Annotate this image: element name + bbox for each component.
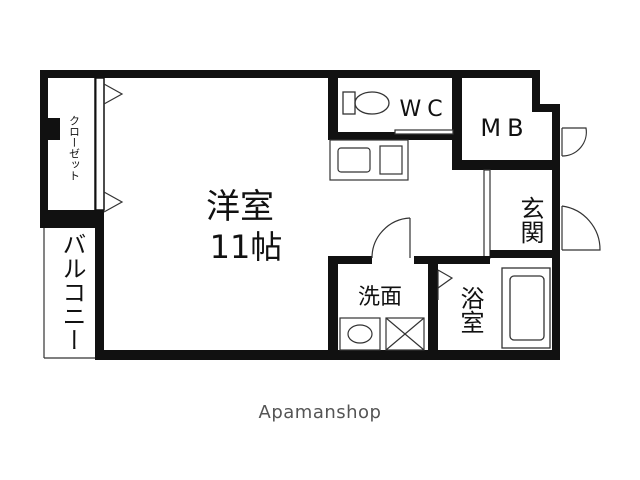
western-room-label: 洋室 (206, 187, 274, 227)
mb-label: MB (480, 114, 529, 142)
balcony-label: バルコニー (58, 232, 86, 352)
washroom-label: 洗面 (358, 285, 402, 310)
closet-label: クローゼット (68, 115, 81, 181)
western-room-size: 11帖 (210, 228, 283, 266)
bathroom-door-marker (437, 269, 454, 300)
bathtub (501, 267, 551, 349)
balcony-area (43, 228, 95, 359)
washing-machine-space (385, 317, 425, 351)
outer-walls (40, 70, 560, 360)
entrance-frame (483, 169, 601, 259)
washroom-door (371, 217, 411, 259)
entrance-label: 玄関 (516, 196, 544, 244)
closet-door-markers (103, 83, 124, 213)
toilet-fixture (342, 91, 390, 115)
wash-basin (339, 317, 381, 351)
interior-walls-upper (328, 78, 552, 170)
wc-door (394, 129, 454, 135)
wc-label: WC (399, 97, 448, 122)
kitchen-counter (329, 139, 409, 181)
watermark-text: Apamanshop (258, 402, 382, 423)
interior-walls-lower (328, 256, 490, 360)
bathroom-label: 浴室 (456, 286, 484, 334)
closet-frame (40, 77, 105, 228)
mb-door (561, 127, 587, 157)
